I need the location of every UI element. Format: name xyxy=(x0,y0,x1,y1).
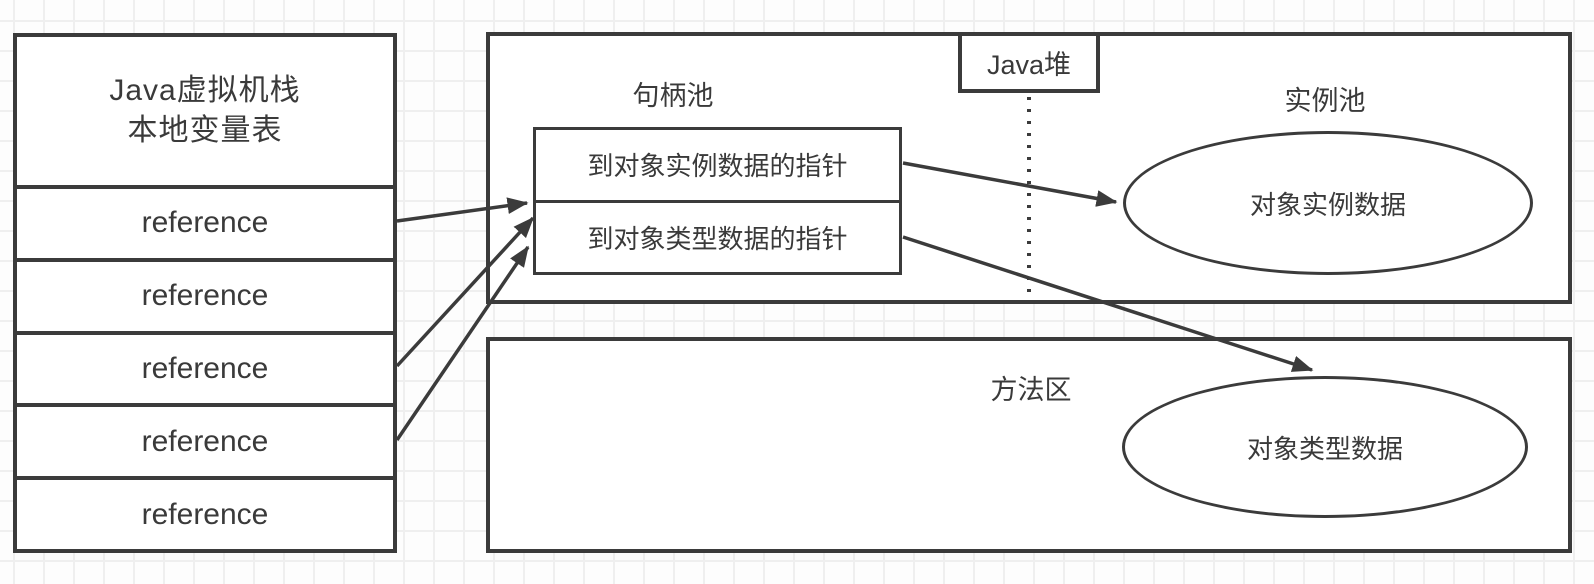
handle-instance-pointer-row: 到对象实例数据的指针 xyxy=(587,151,848,182)
stack-title-line1: Java虚拟机栈 xyxy=(109,74,301,107)
type-data-ellipse: 对象类型数据 xyxy=(1122,376,1528,518)
stack-title-line2: 本地变量表 xyxy=(127,114,283,147)
method-area-label: 方法区 xyxy=(990,375,1072,405)
reference-row-4: reference xyxy=(17,403,393,476)
handle-pool-box: 到对象实例数据的指针 到对象类型数据的指针 xyxy=(533,127,902,275)
java-heap-label: Java堆 xyxy=(986,50,1072,80)
instance-data-ellipse: 对象实例数据 xyxy=(1123,131,1533,275)
handle-pool-label: 句柄池 xyxy=(632,81,714,111)
reference-row-1: reference xyxy=(17,185,393,258)
instance-data-label: 对象实例数据 xyxy=(1249,189,1406,220)
java-heap-label-box: Java堆 xyxy=(958,32,1100,93)
type-data-label: 对象类型数据 xyxy=(1246,433,1403,464)
stack-table-title: Java虚拟机栈 本地变量表 xyxy=(17,37,393,185)
jvm-stack-table: Java虚拟机栈 本地变量表 reference reference refer… xyxy=(13,33,397,553)
reference-row-2: reference xyxy=(17,257,393,331)
reference-row-3: reference xyxy=(17,330,393,404)
reference-row-5: reference xyxy=(17,476,393,549)
instance-pool-label: 实例池 xyxy=(1284,86,1366,116)
handle-type-pointer-row: 到对象类型数据的指针 xyxy=(536,199,899,273)
